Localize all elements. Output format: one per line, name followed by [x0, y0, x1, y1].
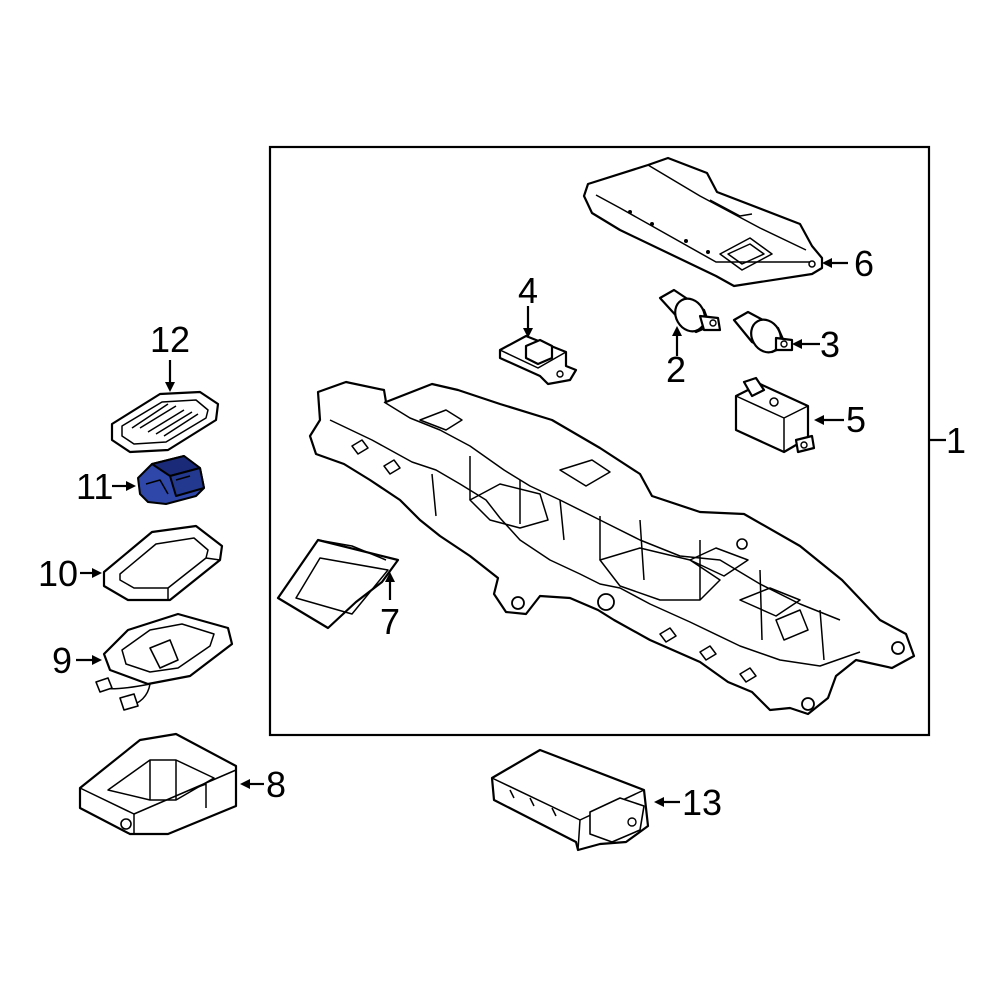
callout-12[interactable]: 12 — [150, 319, 190, 360]
callout-3[interactable]: 3 — [820, 324, 840, 365]
leader-lines — [76, 258, 946, 807]
part-5-relay[interactable] — [734, 376, 816, 454]
callout-10[interactable]: 10 — [38, 553, 78, 594]
callout-9[interactable]: 9 — [52, 640, 72, 681]
part-12-grille-cover[interactable] — [110, 390, 220, 454]
callout-5[interactable]: 5 — [846, 399, 866, 440]
part-9-switch-panel[interactable] — [95, 612, 234, 711]
part-13-control-module[interactable] — [490, 748, 650, 852]
callout-6[interactable]: 6 — [854, 243, 874, 284]
part-3-cylinder[interactable] — [732, 310, 794, 358]
callout-11[interactable]: 11 — [76, 466, 113, 507]
part-7-pad[interactable] — [276, 538, 400, 630]
part-2-cylinder[interactable] — [658, 288, 722, 337]
callout-1[interactable]: 1 — [946, 420, 966, 461]
callout-13[interactable]: 13 — [682, 782, 722, 823]
callout-2[interactable]: 2 — [666, 349, 686, 390]
callout-7[interactable]: 7 — [380, 601, 400, 642]
part-11-switch-highlighted[interactable] — [137, 455, 205, 505]
callout-4[interactable]: 4 — [518, 270, 538, 311]
callout-8[interactable]: 8 — [266, 764, 286, 805]
part-4-module[interactable] — [498, 334, 578, 386]
part-1-bracket-assembly[interactable] — [308, 380, 916, 716]
part-10-bezel[interactable] — [102, 524, 224, 602]
part-8-housing[interactable] — [78, 732, 238, 836]
part-6-cover-plate[interactable] — [582, 156, 824, 288]
